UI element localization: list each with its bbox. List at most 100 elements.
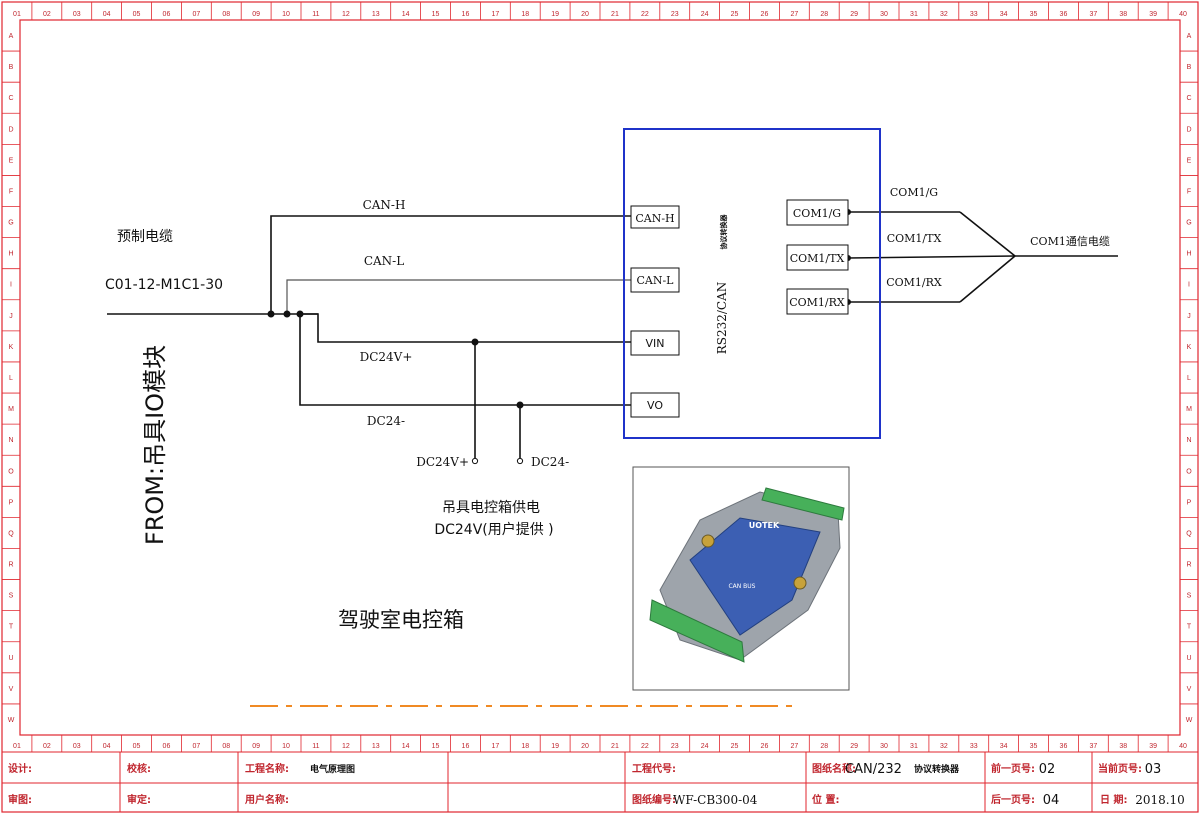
ruler-column-top: 11 <box>312 11 319 18</box>
port-can-h-label: CAN-H <box>635 212 674 225</box>
tap-dc24-plus-label: DC24V+ <box>416 455 469 469</box>
user-label: 用户名称: <box>244 793 289 806</box>
ruler-column-top: 30 <box>880 11 888 18</box>
ruler-column-bottom: 31 <box>910 743 918 750</box>
ruler-row-right: R <box>1186 562 1191 569</box>
check-label: 校核: <box>127 762 151 775</box>
photo-brand: UOTEK <box>749 521 780 530</box>
ruler-row-right: K <box>1187 344 1192 351</box>
ruler-column-bottom: 20 <box>581 743 589 750</box>
port-com1-tx-label: COM1/TX <box>790 252 845 265</box>
ruler-column-top: 17 <box>491 11 499 18</box>
ruler-column-bottom: 04 <box>103 743 111 750</box>
ruler-column-bottom: 29 <box>850 743 858 750</box>
ruler-column-bottom: 12 <box>342 743 350 750</box>
ruler-column-top: 04 <box>103 11 111 18</box>
ruler-column-bottom: 36 <box>1060 743 1068 750</box>
ruler-column-bottom: 37 <box>1089 743 1097 750</box>
ruler-row-right: S <box>1187 593 1192 600</box>
ruler-column-top: 37 <box>1089 11 1097 18</box>
com1-tx-wire <box>847 255 1016 259</box>
ruler-row-right: N <box>1186 437 1191 444</box>
ruler-column-bottom: 15 <box>432 743 440 750</box>
ruler-row-right: L <box>1187 375 1191 382</box>
mounting-screw-icon <box>701 534 715 548</box>
com1-rx-wire-label: COM1/RX <box>886 276 942 289</box>
ruler-column-bottom: 19 <box>551 743 559 750</box>
ruler-row-right: T <box>1187 624 1192 631</box>
junction-dot <box>283 310 291 318</box>
ruler-column-bottom: 34 <box>1000 743 1008 750</box>
dc24-minus-terminal <box>516 457 524 465</box>
converter-box <box>623 128 881 439</box>
drawing-no-value: WF-CB300-04 <box>673 793 758 807</box>
cab-label: 驾驶室电控箱 <box>338 608 464 632</box>
ruler-row-left: B <box>9 64 14 71</box>
ruler-column-bottom: 11 <box>312 743 319 750</box>
port-vo <box>630 392 680 418</box>
wiring <box>107 209 1118 465</box>
dc24-minus-wire <box>299 314 631 406</box>
ruler-row-right: E <box>1187 157 1192 164</box>
supply-line-2: DC24V(用户提供 ) <box>434 521 553 538</box>
drawing-review-label: 审图: <box>8 793 32 806</box>
ruler-column-bottom: 17 <box>491 743 499 750</box>
dc24-minus-label: DC24- <box>367 414 405 428</box>
review-label: 审定: <box>127 793 151 806</box>
ruler-row-left: C <box>8 95 13 102</box>
ruler-column-top: 24 <box>701 11 709 18</box>
com1-tx-wire-label: COM1/TX <box>887 232 942 245</box>
ruler-column-top: 31 <box>910 11 918 18</box>
ruler-column-top: 28 <box>820 11 828 18</box>
ruler-row-right: C <box>1186 95 1191 102</box>
ruler-column-top: 03 <box>73 11 81 18</box>
ruler-column-top: 19 <box>551 11 559 18</box>
ruler-row-left: S <box>9 593 14 600</box>
ruler-column-top: 10 <box>282 11 290 18</box>
ruler-column-top: 01 <box>13 11 21 18</box>
ruler-row-left: O <box>8 468 14 475</box>
junction-dot <box>471 338 479 346</box>
can-l-label: CAN-L <box>364 254 404 268</box>
cable-code: C01-12-M1C1-30 <box>105 277 223 293</box>
project-no-label: 工程代号: <box>632 762 676 775</box>
ruler-column-top: 09 <box>252 11 260 18</box>
ruler-row-left: A <box>9 33 14 40</box>
ruler-column-top: 13 <box>372 11 380 18</box>
ruler-row-left: N <box>8 437 13 444</box>
ruler-row-left: P <box>9 499 14 506</box>
ruler-row-left: F <box>9 188 13 195</box>
dc24-plus-wire <box>300 313 631 343</box>
prev-page-label: 前一页号: <box>991 762 1035 775</box>
junction-dot <box>296 310 304 318</box>
ruler-row-right: A <box>1187 33 1192 40</box>
ruler-column-bottom: 33 <box>970 743 978 750</box>
design-label: 设计: <box>8 762 32 775</box>
ruler-column-top: 05 <box>133 11 141 18</box>
ruler-row-right: B <box>1187 64 1192 71</box>
ruler-row-left: H <box>8 251 13 258</box>
ruler: 0101020203030404050506060707080809091010… <box>2 2 1198 752</box>
port-com1-g <box>786 199 849 226</box>
drawing-name-label: 图纸名称: <box>812 762 856 775</box>
ruler-column-bottom: 24 <box>701 743 709 750</box>
junction-dot <box>516 401 524 409</box>
converter-name: RS232/CAN <box>715 282 729 355</box>
current-page-label: 当前页号: <box>1098 762 1142 775</box>
date-label: 日 期: <box>1100 793 1127 806</box>
ruler-row-left: V <box>9 686 14 693</box>
ruler-column-top: 40 <box>1179 11 1187 18</box>
ruler-column-top: 22 <box>641 11 649 18</box>
ruler-row-left: K <box>9 344 14 351</box>
ruler-row-right: O <box>1186 468 1192 475</box>
ruler-column-bottom: 23 <box>671 743 679 750</box>
drawing-no-label: 图纸编号: <box>632 793 676 806</box>
port-can-h <box>630 205 680 229</box>
ruler-row-right: M <box>1186 406 1192 413</box>
ruler-column-bottom: 21 <box>611 743 619 750</box>
ruler-column-bottom: 13 <box>372 743 380 750</box>
ruler-column-top: 29 <box>850 11 858 18</box>
supply-line-1: 吊具电控箱供电 <box>442 500 540 516</box>
ruler-column-top: 32 <box>940 11 948 18</box>
project-name-label: 工程名称: <box>245 762 289 775</box>
